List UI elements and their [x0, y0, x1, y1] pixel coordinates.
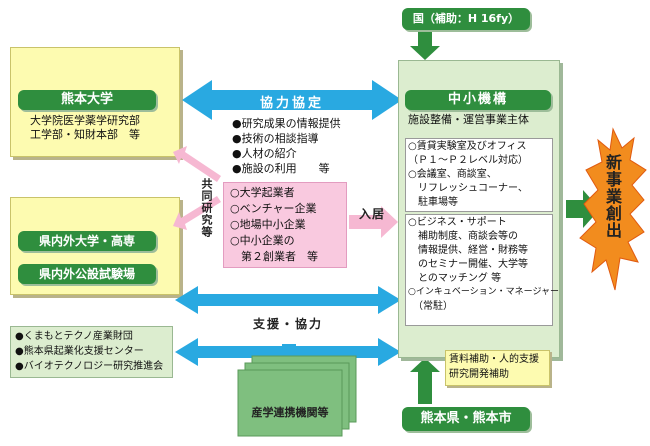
business-support-6: ○インキュベーション・マネージャー — [408, 287, 560, 297]
rent-support-1: 賃料補助・人的支援 — [449, 354, 539, 365]
partners-box-front — [237, 369, 343, 437]
joint-research-arrow-upper — [173, 146, 221, 182]
support-org-3: ●バイオテクノロジー研究推進会 — [15, 361, 164, 372]
business-support-2: 補助制度、商談会等の — [408, 231, 518, 242]
business-support-4: のセミナー開催、大学等 — [408, 259, 528, 270]
occupant-5: 第２創業者 等 — [230, 250, 318, 263]
facility-1: ○賃貸実験室及びオフィス — [408, 141, 527, 152]
support-cooperation-top-arrow — [175, 286, 401, 314]
business-support-3: 情報提供、経営・財務等 — [408, 245, 528, 256]
partners-label: 産学連携機関等 — [251, 406, 329, 419]
prefectural-labs-label: 県内外公設試験場 — [18, 264, 156, 284]
rent-support-box — [445, 350, 550, 386]
support-org-1: ●くまもとテクノ産業財団 — [15, 331, 133, 342]
new-business-label: 新事業創出 — [603, 154, 622, 239]
rent-support-2: 研究開発補助 — [449, 369, 509, 380]
facility-3: ○会議室、商談室、 — [408, 169, 497, 180]
facility-4: リフレッシュコーナー、 — [408, 183, 528, 194]
kumamoto-university-dept-1: 大学院医学薬学研究部 — [30, 114, 140, 127]
occupant-4: ○中小企業の — [230, 234, 295, 247]
smrj-subtitle: 施設整備・運営事業主体 — [408, 113, 529, 126]
new-business-burst — [579, 127, 647, 291]
occupants-box — [223, 182, 347, 268]
service-item-4: ●施設の利用 等 — [232, 162, 330, 175]
occupant-3: ○地場中小企業 — [230, 218, 306, 231]
occupant-2: ○ベンチャー企業 — [230, 202, 317, 215]
joint-research-arrow-lower — [173, 196, 221, 230]
service-item-3: ●人材の紹介 — [232, 147, 297, 160]
business-support-box — [405, 214, 553, 326]
local-gov-up-arrow — [410, 358, 440, 404]
facility-2: （Ｐ１～Ｐ２レベル対応） — [408, 155, 528, 166]
kumamoto-university-title: 熊本大学 — [18, 90, 156, 110]
move-in-label: 入居 — [359, 207, 386, 221]
cooperation-agreement-label: 協力協定 — [259, 96, 324, 111]
facility-5: 駐車場等 — [408, 197, 458, 208]
occupant-1: ○大学起業者 — [230, 186, 295, 199]
support-organizations-panel — [10, 326, 173, 378]
business-support-7: （常駐） — [408, 301, 453, 312]
smrj-title: 中小機構 — [405, 90, 551, 110]
business-support-1: ○ビジネス・サポート — [408, 217, 507, 228]
kumamoto-university-dept-2: 工学部・知財本部 等 — [30, 128, 140, 141]
national-subsidy-label: 国（補助：H 16fy） — [402, 8, 530, 30]
facilities-box — [405, 138, 553, 212]
cooperation-agreement-arrow — [182, 80, 402, 120]
business-support-5: とのマッチング 等 — [408, 273, 502, 284]
support-org-2: ●熊本県起業化支援センター — [15, 346, 144, 357]
move-in-arrow — [349, 206, 398, 238]
support-cooperation-label: 支援・協力 — [252, 317, 323, 331]
service-item-1: ●研究成果の情報提供 — [232, 117, 341, 130]
national-down-arrow — [410, 31, 440, 60]
local-government-label: 熊本県・熊本市 — [402, 407, 530, 431]
service-item-2: ●技術の相談指導 — [232, 132, 319, 145]
joint-research-label: 共同研究等 — [200, 178, 213, 238]
prefectural-university-label: 県内外大学・高専 — [18, 231, 156, 251]
